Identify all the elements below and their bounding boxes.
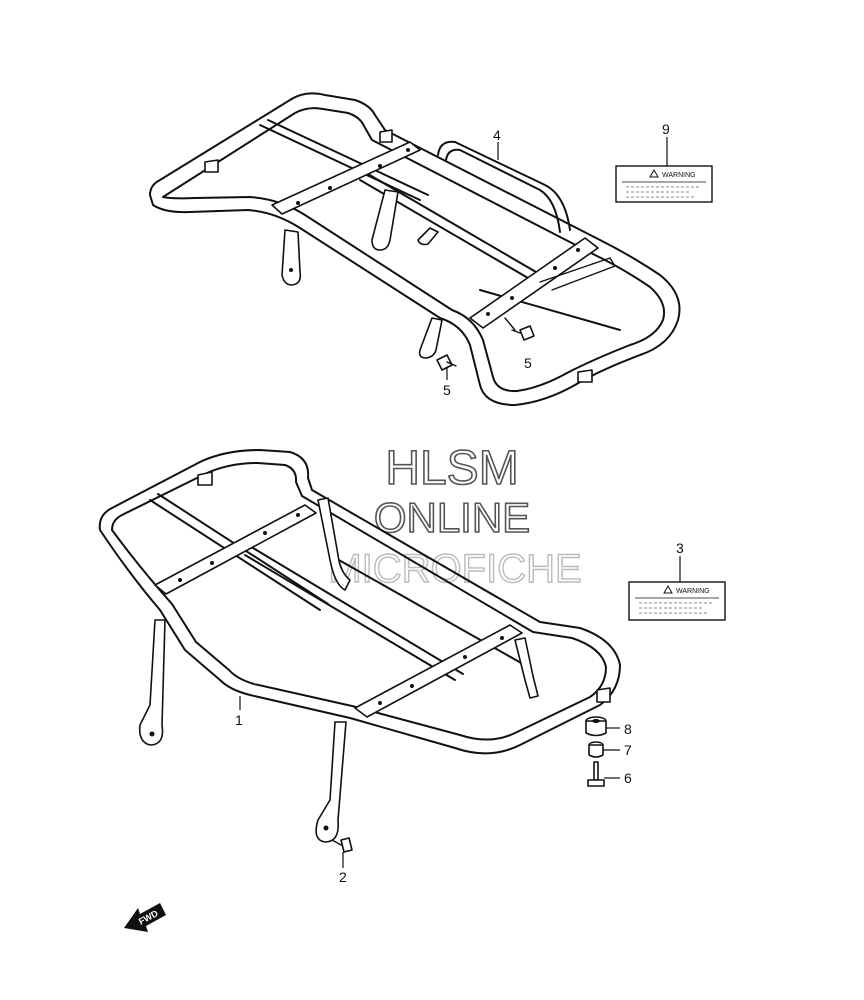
callout-8: 8 bbox=[624, 721, 632, 737]
front-carrier-plate-front bbox=[154, 504, 317, 595]
callout-5b: 5 bbox=[524, 355, 532, 371]
front-carrier-leg-right bbox=[315, 721, 347, 843]
front-carrier-crossbar-3 bbox=[329, 554, 531, 669]
front-carrier-leg-left bbox=[138, 619, 166, 746]
rear-carrier-grab-handle-inner bbox=[445, 148, 561, 233]
bolt-5b bbox=[504, 317, 535, 341]
hardware-stack bbox=[585, 716, 607, 787]
fwd-arrow-icon: FWD bbox=[124, 903, 166, 932]
callout-1: 1 bbox=[235, 712, 243, 728]
bolt-5a bbox=[436, 354, 457, 371]
bolt-6 bbox=[587, 761, 605, 787]
rear-carrier-leg-rear bbox=[417, 227, 439, 246]
callout-9: 9 bbox=[662, 121, 670, 137]
rear-carrier-foot-2 bbox=[577, 369, 593, 383]
collar-7 bbox=[588, 741, 604, 758]
rear-carrier-crossbar-1 bbox=[259, 124, 421, 201]
warning-label-9: WARNING bbox=[615, 165, 713, 203]
rear-carrier-outer-tube bbox=[149, 92, 681, 406]
rubber-mount-8 bbox=[585, 716, 607, 737]
front-carrier-plate-rear bbox=[354, 624, 523, 718]
callout-7: 7 bbox=[624, 742, 632, 758]
rear-carrier-leg-center bbox=[371, 189, 399, 251]
callout-4: 4 bbox=[493, 127, 501, 143]
rear-carrier-crossbar-1b bbox=[267, 119, 429, 196]
callout-3: 3 bbox=[676, 540, 684, 556]
watermark-line-1: HLSM bbox=[385, 442, 518, 495]
front-carrier-inner-tube bbox=[111, 462, 607, 741]
rear-carrier-brace bbox=[539, 257, 616, 291]
rear-carrier-plate-rear bbox=[469, 237, 599, 329]
front-carrier-foot-1 bbox=[197, 471, 213, 486]
front-carrier bbox=[98, 449, 621, 843]
callout-5a: 5 bbox=[443, 382, 451, 398]
rear-carrier bbox=[149, 92, 681, 406]
watermark-line-3: MICROFICHE bbox=[328, 547, 581, 591]
front-carrier-crossbar-2 bbox=[244, 554, 456, 681]
watermark: HLSM ONLINE MICROFICHE bbox=[328, 441, 583, 592]
rear-carrier-leg-left bbox=[281, 229, 302, 286]
rear-carrier-leg-right bbox=[418, 317, 443, 359]
rear-carrier-plate-front bbox=[271, 141, 421, 215]
rear-carrier-grab-handle bbox=[437, 140, 571, 231]
warning-label-9-title: WARNING bbox=[662, 172, 696, 179]
front-carrier-brace-right bbox=[514, 637, 539, 699]
warning-label-3: WARNING bbox=[628, 581, 726, 621]
front-carrier-outer-tube bbox=[98, 449, 621, 755]
warning-label-3-title: WARNING bbox=[676, 588, 710, 595]
callout-2: 2 bbox=[339, 869, 347, 885]
front-carrier-crossbar-2b bbox=[252, 547, 464, 675]
callouts: 9 4 5 5 3 1 2 8 7 6 bbox=[235, 121, 684, 885]
rear-carrier-inner-tube bbox=[162, 107, 666, 393]
rear-carrier-foot-3 bbox=[379, 129, 393, 143]
front-carrier-foot-2 bbox=[596, 687, 611, 703]
watermark-line-2: ONLINE bbox=[374, 494, 530, 541]
front-carrier-brace-left bbox=[317, 497, 351, 591]
callout-6: 6 bbox=[624, 770, 632, 786]
bolt-2 bbox=[331, 837, 353, 853]
rear-carrier-foot-1 bbox=[204, 159, 219, 173]
rear-carrier-crossbar-2b bbox=[367, 173, 549, 280]
